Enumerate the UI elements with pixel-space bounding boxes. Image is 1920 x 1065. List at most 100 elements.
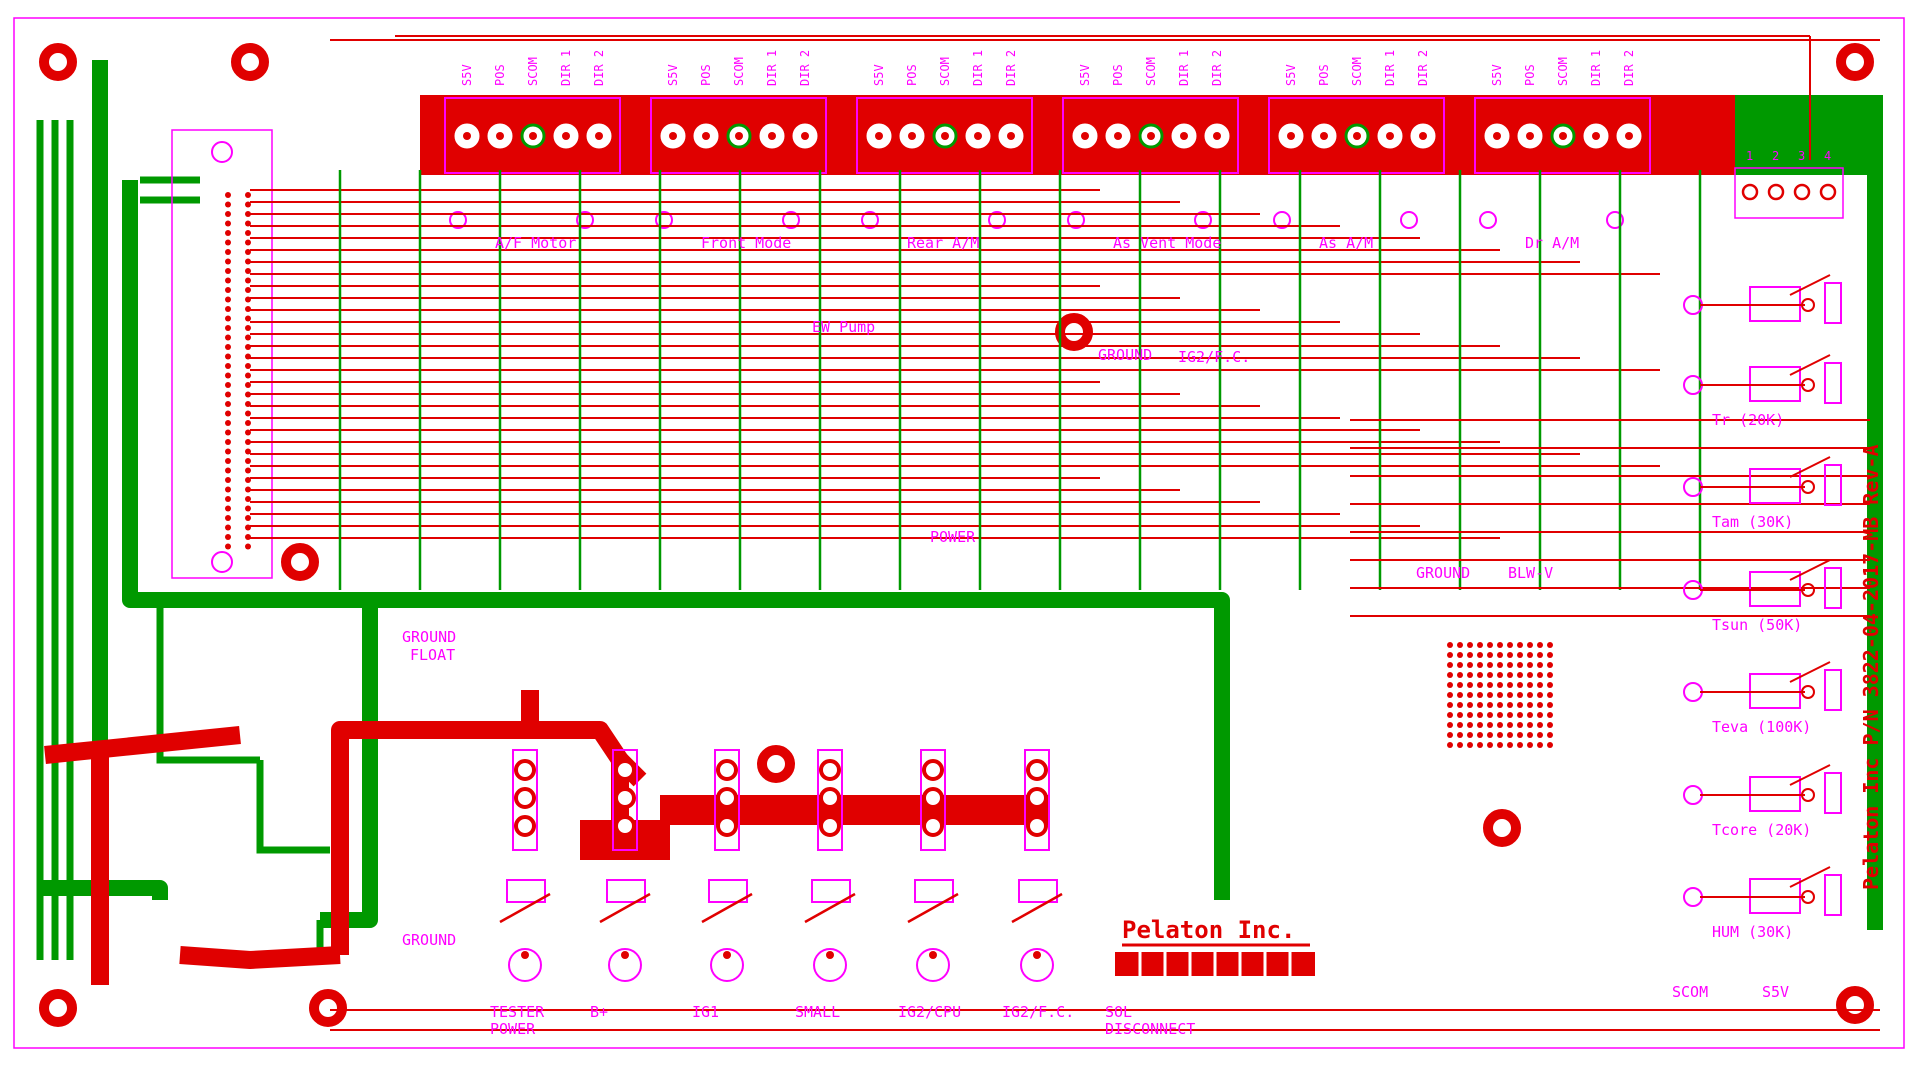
connector-label: Front Mode xyxy=(701,234,791,252)
via xyxy=(1487,732,1493,738)
brand-name: Pelaton Inc. xyxy=(1122,916,1295,944)
sensor-wiper xyxy=(1789,456,1831,478)
ribbon-mount xyxy=(211,141,233,163)
connector-pin-label: SCOM xyxy=(1556,57,1570,86)
connector-pin-label: S5V xyxy=(666,64,680,86)
green-ground-traces-thin xyxy=(36,120,330,960)
sensor-pot-knob xyxy=(1824,464,1842,506)
sensor-test-point xyxy=(1683,887,1703,907)
via xyxy=(1497,652,1503,658)
connector-pin-label: POS xyxy=(905,64,919,86)
via xyxy=(1477,712,1483,718)
switch-header-pin xyxy=(716,759,738,781)
via xyxy=(1527,722,1533,728)
switch-pad xyxy=(826,951,834,959)
switch-header xyxy=(512,749,538,851)
sensor-test-point xyxy=(1683,785,1703,805)
via xyxy=(1517,712,1523,718)
label-blw-v: BLW-V xyxy=(1508,564,1553,582)
red-power-traces xyxy=(44,690,647,985)
ribbon-pin xyxy=(245,515,251,521)
via xyxy=(1447,652,1453,658)
header-pin-pad xyxy=(1767,183,1785,201)
switch-lever xyxy=(599,892,651,924)
via xyxy=(1447,742,1453,748)
ribbon-pin xyxy=(225,439,231,445)
ribbon-pin xyxy=(245,505,251,512)
switch-header xyxy=(817,749,843,851)
via xyxy=(1447,702,1453,708)
test-point xyxy=(1400,211,1418,229)
connector-label: Rear A/M xyxy=(907,234,979,252)
via xyxy=(1457,692,1463,698)
test-point xyxy=(1067,211,1085,229)
header-pin-label: 3 xyxy=(1798,149,1805,163)
ribbon-pin xyxy=(225,505,231,512)
test-point xyxy=(782,211,800,229)
via xyxy=(1447,732,1453,738)
mounting-hole xyxy=(231,43,269,81)
via xyxy=(1487,742,1493,748)
via xyxy=(1517,722,1523,728)
ribbon-pin xyxy=(245,486,251,493)
switch-header-pin xyxy=(514,759,536,781)
via xyxy=(1497,712,1503,718)
switch-header-pin xyxy=(922,787,944,809)
connector-pin-label: S5V xyxy=(872,64,886,86)
label-ground-bottom: GROUND xyxy=(402,931,456,949)
pin-hole xyxy=(702,132,710,140)
ribbon-pin xyxy=(245,467,251,474)
ribbon-pin xyxy=(245,353,251,360)
via xyxy=(1517,692,1523,698)
connector-pin-label: DIR 1 xyxy=(971,50,985,86)
pin-hole xyxy=(595,132,603,140)
via xyxy=(1467,702,1473,708)
via xyxy=(1507,672,1513,678)
pin-hole xyxy=(1419,132,1427,140)
via xyxy=(1507,662,1513,668)
pin-hole xyxy=(974,132,982,140)
via xyxy=(1527,712,1533,718)
ribbon-pin xyxy=(225,220,231,227)
mounting-hole xyxy=(1836,43,1874,81)
pin-hole xyxy=(1147,132,1155,140)
mounting-hole xyxy=(281,543,319,581)
via-grid xyxy=(1447,642,1553,748)
ribbon-pin xyxy=(225,325,231,331)
via xyxy=(1487,722,1493,728)
connector-pin-label: DIR 1 xyxy=(559,50,573,86)
via xyxy=(1507,642,1513,648)
via xyxy=(1467,652,1473,658)
via xyxy=(1537,672,1543,678)
via xyxy=(1517,702,1523,708)
ribbon-pin xyxy=(225,429,231,436)
mounting-hole xyxy=(1836,986,1874,1024)
mounting-hole xyxy=(1483,809,1521,847)
switch-label: SOL xyxy=(1105,1003,1132,1021)
ribbon-pin xyxy=(245,410,251,417)
via xyxy=(1457,662,1463,668)
via xyxy=(1507,692,1513,698)
ribbon-pin xyxy=(245,296,251,303)
label-power: POWER xyxy=(930,528,976,546)
connector-pin-label: DIR 2 xyxy=(1416,50,1430,86)
switch-body xyxy=(1018,879,1058,903)
sensor-wiper xyxy=(1789,661,1831,683)
test-point xyxy=(1194,211,1212,229)
via xyxy=(1537,662,1543,668)
via xyxy=(1547,722,1553,728)
ribbon-pin xyxy=(245,439,251,445)
pin-hole xyxy=(562,132,570,140)
switch-pad xyxy=(929,951,937,959)
sensor-test-point xyxy=(1683,682,1703,702)
pin-hole xyxy=(1320,132,1328,140)
via xyxy=(1467,682,1473,688)
switch-label: IG2/F.C. xyxy=(1002,1003,1074,1021)
label-ig2fc-top: IG2/F.C. xyxy=(1178,348,1250,366)
label-ground-float-1: GROUND xyxy=(402,628,456,646)
via xyxy=(1477,722,1483,728)
top-connector-strip xyxy=(420,95,1875,229)
ribbon-pin xyxy=(245,230,251,236)
connector-pin-label: DIR 2 xyxy=(1210,50,1224,86)
